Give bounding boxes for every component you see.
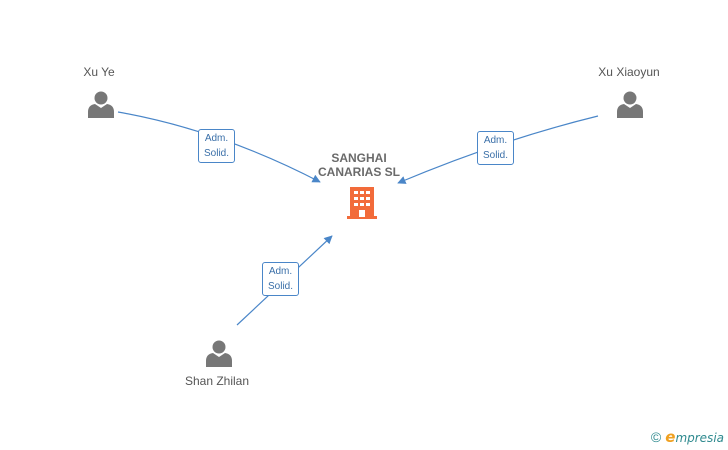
- relation-role: Adm.: [204, 133, 229, 144]
- relation-type: Solid.: [268, 281, 294, 292]
- person-name-shan-zhilan[interactable]: Shan Zhilan: [184, 374, 250, 388]
- person-name-xu-xiaoyun[interactable]: Xu Xiaoyun: [598, 65, 660, 79]
- relation-type: Solid.: [483, 150, 509, 161]
- relation-label-xu-ye: Adm. Solid.: [198, 129, 236, 163]
- relation-role: Adm.: [268, 266, 293, 277]
- relation-label-shan-zhilan: Adm. Solid.: [262, 262, 300, 296]
- person-icon[interactable]: [88, 91, 114, 119]
- person-name-xu-ye[interactable]: Xu Ye: [83, 65, 115, 79]
- brand-logo: empresia: [665, 428, 724, 446]
- company-name-line1: SANGHAI: [331, 151, 387, 165]
- company-name[interactable]: SANGHAI CANARIAS SL: [318, 151, 400, 179]
- person-icon[interactable]: [617, 91, 643, 119]
- footer-brand: © empresia: [651, 428, 724, 446]
- relation-role: Adm.: [483, 135, 508, 146]
- copyright-icon: ©: [650, 429, 662, 445]
- relation-label-xu-xiaoyun: Adm. Solid.: [477, 131, 515, 165]
- building-icon[interactable]: [347, 187, 377, 219]
- person-icon[interactable]: [206, 340, 232, 368]
- relation-type: Solid.: [204, 148, 230, 159]
- company-name-line2: CANARIAS SL: [317, 165, 401, 179]
